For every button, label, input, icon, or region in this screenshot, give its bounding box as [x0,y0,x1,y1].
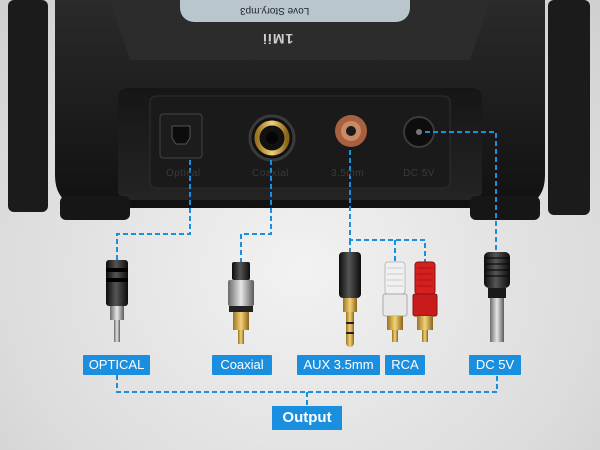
dc-port [403,116,435,148]
right-foot [470,196,540,220]
aux-port [335,115,367,147]
tag-aux: AUX 3.5mm [297,355,380,375]
dc-plug [484,252,510,342]
tag-dc: DC 5V [469,355,521,375]
left-antenna [8,0,48,212]
optical-plug [106,260,128,342]
port-label-optical: Optical [166,168,201,179]
coaxial-port [248,114,296,162]
port-label-coaxial: Coaxial [252,168,289,179]
output-label: Output [272,406,342,430]
left-foot [60,196,130,220]
track-text: Love Story.mp3 [240,5,310,16]
lcd-screen: Love Story.mp3 [180,0,410,22]
rca-red-plug [412,261,438,342]
port-label-dc: DC 5V [403,168,435,179]
tag-rca: RCA [385,355,425,375]
brand-logo: 1Mii [262,31,294,47]
tag-optical: OPTICAL [83,355,150,375]
right-antenna [548,0,590,215]
tag-coaxial: Coaxial [212,355,272,375]
aux-plug [339,252,361,347]
coaxial-plug [228,262,254,344]
connection-lines [116,131,498,406]
port-label-aux: 3.5mm [331,168,365,179]
rca-white-plug [382,261,408,342]
optical-port [159,113,203,159]
